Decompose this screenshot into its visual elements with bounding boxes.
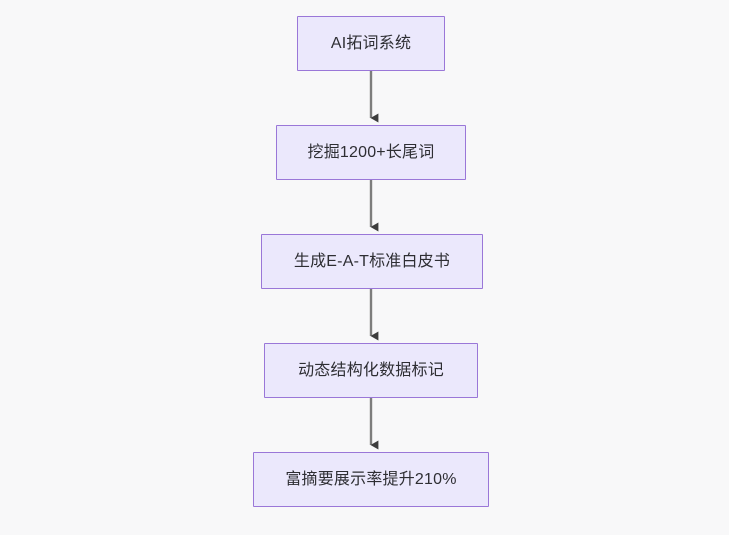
flow-node-mine-longtail-keywords[interactable]: 挖掘1200+长尾词: [276, 125, 466, 180]
flow-node-generate-eat-whitepaper[interactable]: 生成E-A-T标准白皮书: [261, 234, 483, 289]
flow-node-label: 富摘要展示率提升210%: [285, 470, 457, 488]
flow-node-label: 挖掘1200+长尾词: [307, 143, 435, 161]
flow-node-dynamic-structured-data-markup[interactable]: 动态结构化数据标记: [264, 343, 478, 398]
flow-node-label: 生成E-A-T标准白皮书: [293, 252, 451, 270]
flow-node-label: 动态结构化数据标记: [298, 361, 444, 379]
flow-node-label: AI拓词系统: [330, 34, 412, 52]
flow-node-rich-snippet-rate-increase[interactable]: 富摘要展示率提升210%: [253, 452, 489, 507]
flow-node-ai-keyword-system[interactable]: AI拓词系统: [297, 16, 445, 71]
